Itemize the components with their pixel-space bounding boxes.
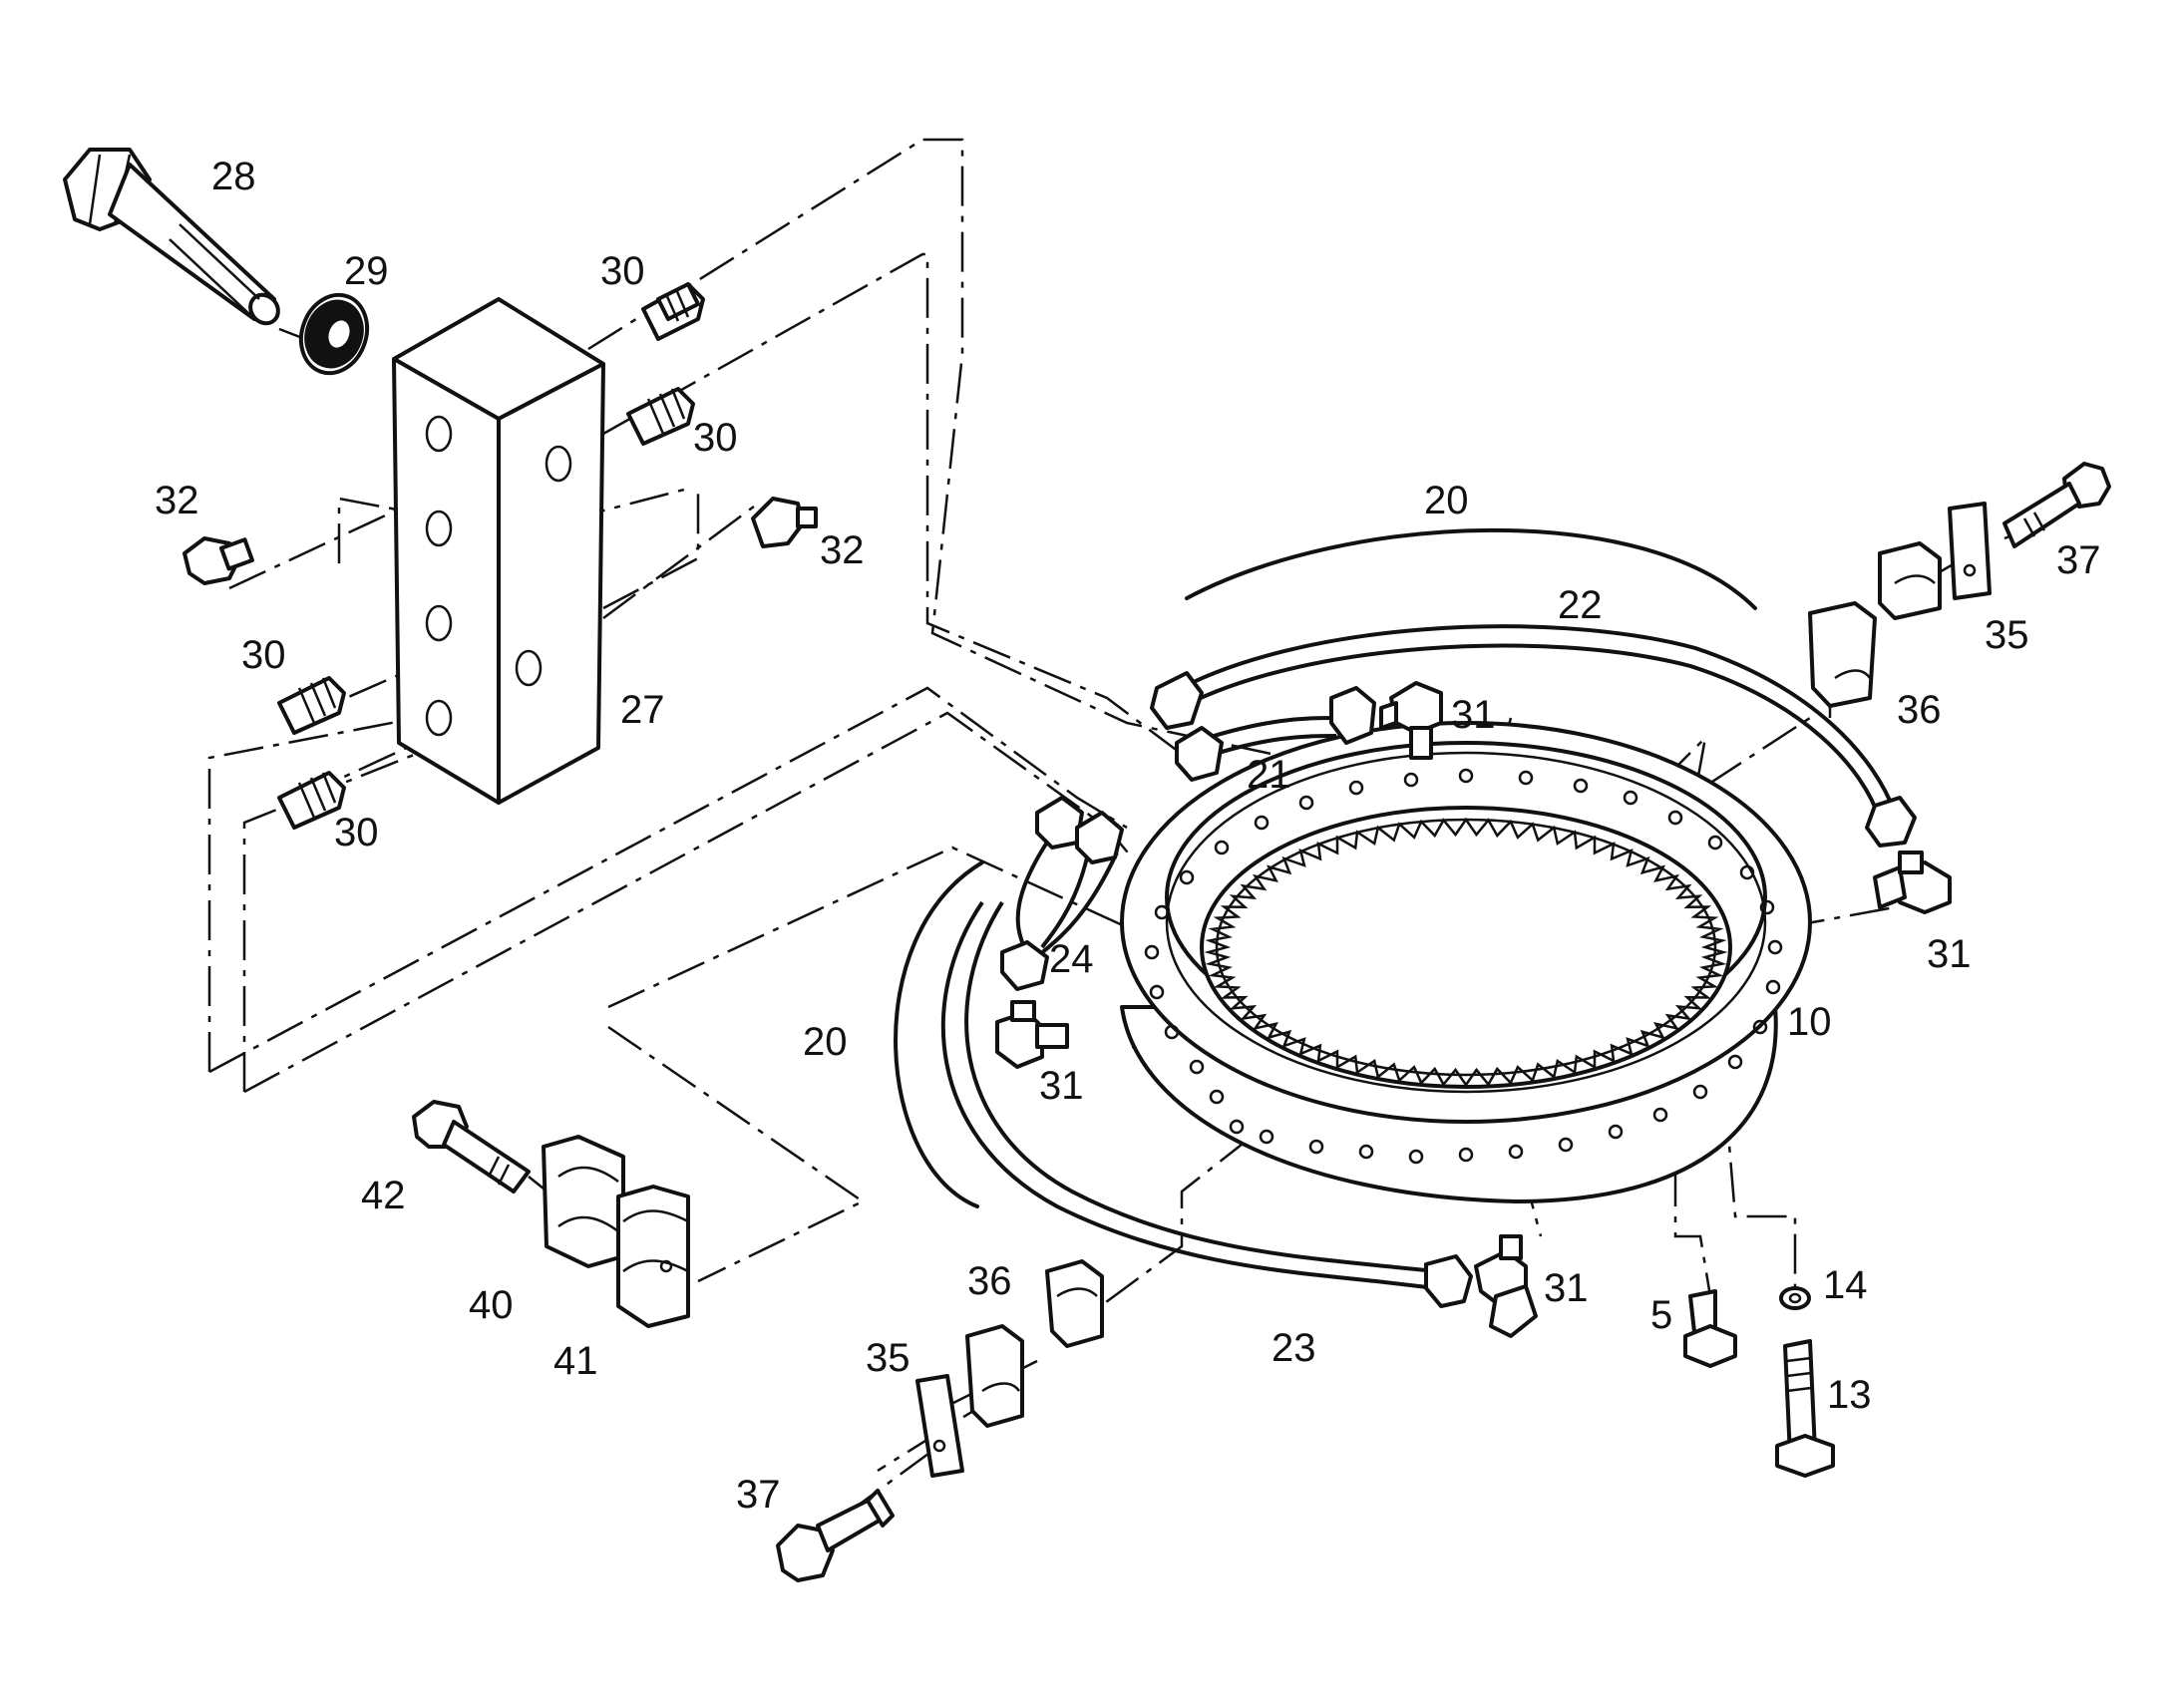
clamp-half-36-top-a <box>1878 541 1942 620</box>
label-23: 23 <box>1272 1326 1316 1370</box>
label-42: 42 <box>361 1174 406 1217</box>
clamp-half-36-bottom-b <box>965 1324 1024 1428</box>
label-36-top: 36 <box>1897 688 1942 732</box>
label-31-right: 31 <box>1927 932 1972 976</box>
label-31-bottom: 31 <box>1544 1266 1589 1310</box>
hose-24 <box>1000 796 1124 991</box>
label-41: 41 <box>553 1339 598 1383</box>
fitting-30-left-a <box>277 676 346 735</box>
label-24: 24 <box>1049 937 1094 981</box>
label-13: 13 <box>1827 1373 1872 1417</box>
hose-23 <box>940 900 1473 1308</box>
label-28: 28 <box>211 155 256 198</box>
label-32-right: 32 <box>820 528 865 572</box>
elbow-31-bottom <box>1474 1234 1538 1338</box>
label-30-top: 30 <box>600 249 645 293</box>
hose-22 <box>1150 624 1917 848</box>
label-36-bottom: 36 <box>967 1259 1012 1303</box>
plug-32-right <box>751 497 818 548</box>
clamp-half-36-top-b <box>1808 601 1877 708</box>
label-5: 5 <box>1650 1293 1672 1337</box>
label-20-left: 20 <box>803 1020 848 1064</box>
label-40: 40 <box>469 1283 514 1327</box>
bolt-5 <box>1683 1289 1737 1368</box>
label-30-mid: 30 <box>693 416 738 460</box>
elbow-31-right <box>1873 851 1952 914</box>
label-35-bottom: 35 <box>866 1336 910 1380</box>
washer-29 <box>298 292 370 376</box>
label-37-bottom: 37 <box>736 1473 781 1517</box>
clamp-half-36-bottom-a <box>1045 1259 1104 1348</box>
bolt-37-bottom <box>776 1489 895 1582</box>
label-22: 22 <box>1558 583 1603 627</box>
fitting-30-top <box>641 282 705 341</box>
washer-14 <box>1779 1286 1811 1310</box>
label-20-top: 20 <box>1424 479 1469 522</box>
label-32-left: 32 <box>155 479 199 522</box>
label-30-left-b: 30 <box>334 811 379 854</box>
label-30-left-a: 30 <box>241 633 286 677</box>
clamp-plate-35-top <box>1948 502 1992 600</box>
fitting-30-left-b <box>277 771 346 830</box>
label-21: 21 <box>1247 753 1291 797</box>
bracket-20 <box>894 527 1757 1208</box>
part-labels: 28 29 30 30 32 32 30 27 30 20 22 31 21 3… <box>155 155 2101 1517</box>
slewing-ring-10 <box>1120 721 1812 1203</box>
label-14: 14 <box>1823 1263 1868 1307</box>
clamp-plate-35-bottom <box>915 1374 964 1478</box>
bolt-holes <box>1144 768 1783 1165</box>
label-31-top: 31 <box>1451 693 1496 737</box>
label-10: 10 <box>1787 1000 1832 1044</box>
label-35-top: 35 <box>1985 613 2029 657</box>
manifold-block-27 <box>392 297 605 805</box>
hose-21 <box>1175 686 1376 782</box>
label-37-top: 37 <box>2056 538 2101 582</box>
plug-32-left <box>182 536 254 585</box>
hex-bolt-28 <box>63 148 280 326</box>
label-29: 29 <box>344 249 389 293</box>
bolt-37-top <box>2002 462 2111 548</box>
label-27: 27 <box>620 688 665 732</box>
fitting-30-mid <box>626 387 695 446</box>
elbow-31-top <box>1379 681 1443 760</box>
bolt-42 <box>412 1100 531 1194</box>
label-31-left: 31 <box>1039 1064 1084 1108</box>
bolt-13 <box>1775 1339 1835 1478</box>
clamp-block-40 <box>542 1135 625 1268</box>
elbow-31-left <box>995 1000 1069 1069</box>
clamp-block-41 <box>616 1185 690 1328</box>
